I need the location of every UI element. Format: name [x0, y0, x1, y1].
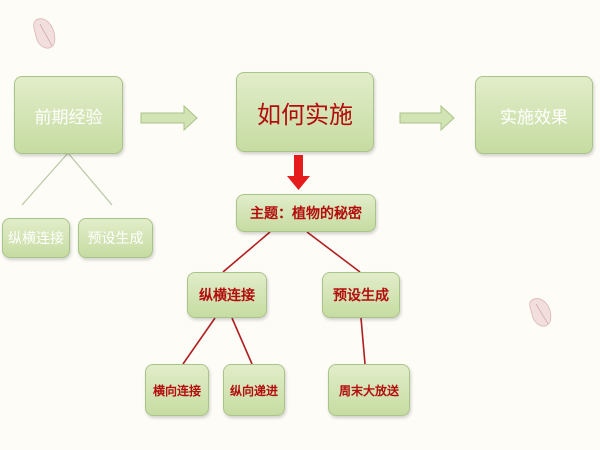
node-mid-connect-label: 纵横连接 [199, 288, 255, 304]
node-left-connect: 纵横连接 [2, 218, 70, 258]
node-implement: 如何实施 [236, 72, 374, 152]
node-mid-preset: 预设生成 [322, 272, 400, 318]
connector-preset-weekend [360, 317, 366, 365]
petal-icon [529, 298, 552, 327]
node-weekend-label: 周末大放送 [338, 383, 399, 398]
block-arrow-2 [399, 104, 455, 132]
red-down-arrow [287, 155, 310, 190]
connector-theme-right [306, 231, 361, 273]
node-left-connect-label: 纵横连接 [8, 231, 64, 247]
connector-experience-left [21, 152, 69, 206]
node-effect: 实施效果 [475, 76, 593, 154]
node-theme: 主题：植物的秘密 [236, 194, 376, 232]
node-horizontal-label: 横向连接 [152, 383, 201, 398]
node-left-preset-label: 预设生成 [87, 231, 144, 247]
node-mid-preset-label: 预设生成 [333, 288, 389, 304]
connector-experience-right [67, 152, 113, 206]
node-mid-connect: 纵横连接 [187, 272, 267, 318]
node-left-preset: 预设生成 [78, 218, 153, 258]
node-weekend: 周末大放送 [328, 364, 410, 416]
node-experience-label: 前期经验 [34, 107, 103, 128]
node-horizontal: 横向连接 [145, 364, 209, 416]
node-theme-label: 主题：植物的秘密 [250, 206, 362, 222]
petal-icon [33, 18, 56, 49]
node-vertical-label: 纵向递进 [229, 383, 278, 398]
connector-connect-horizontal [182, 317, 216, 365]
block-arrow-1 [140, 104, 198, 132]
node-vertical: 纵向递进 [223, 364, 285, 416]
connector-connect-vertical [231, 317, 253, 365]
node-effect-label: 实施效果 [500, 107, 568, 128]
node-implement-label: 如何实施 [257, 100, 353, 129]
connector-theme-left [222, 231, 271, 273]
node-experience: 前期经验 [14, 76, 123, 154]
